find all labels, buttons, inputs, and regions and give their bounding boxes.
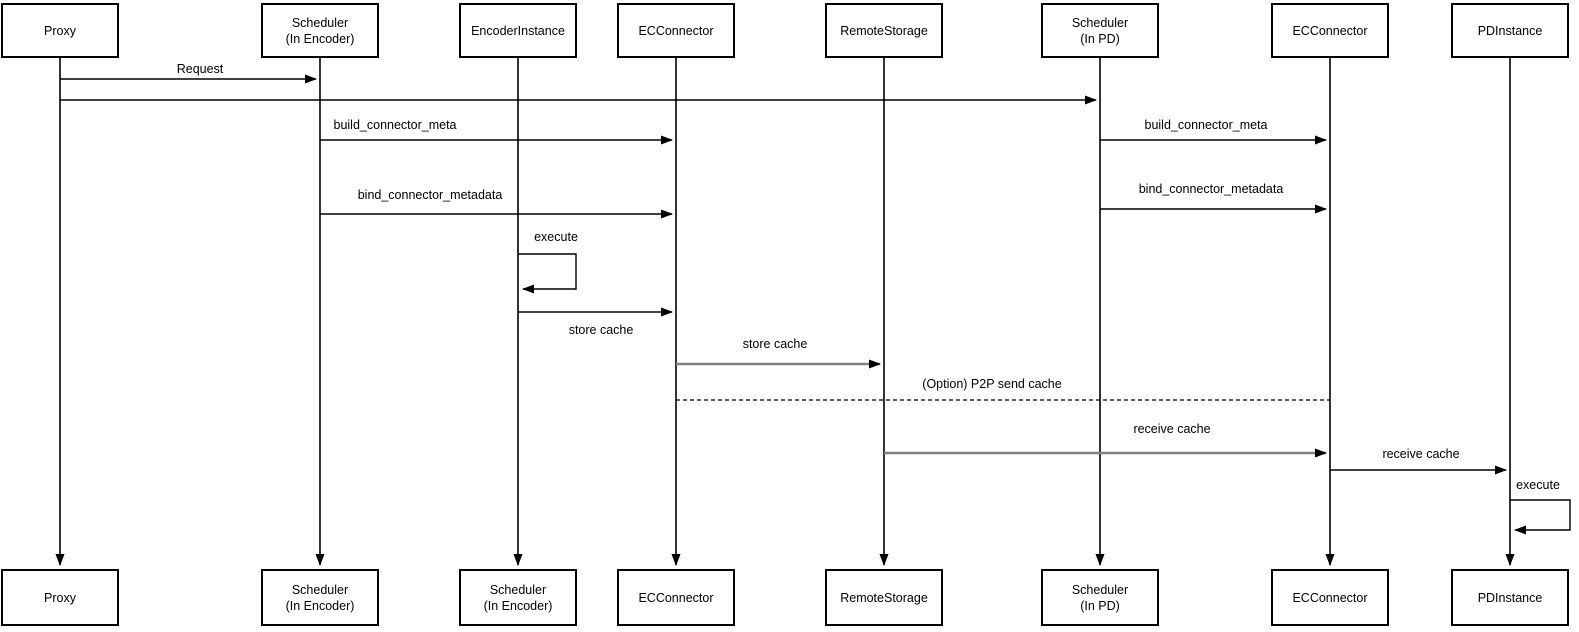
actor-top-remotestorage: RemoteStorage: [825, 3, 943, 58]
label-bind-connector-metadata-left: bind_connector_metadata: [357, 188, 503, 202]
label-request: Request: [176, 62, 224, 76]
actor-top-pdinstance: PDInstance: [1451, 3, 1569, 58]
actor-bottom-scheduler-pd: Scheduler (In PD): [1041, 569, 1159, 626]
actor-bottom-scheduler-encoder: Scheduler (In Encoder): [261, 569, 379, 626]
actor-top-scheduler-pd: Scheduler (In PD): [1041, 3, 1159, 58]
label-build-connector-meta-left: build_connector_meta: [333, 118, 457, 132]
label-receive-cache-to-ecconnector: receive cache: [1133, 422, 1211, 436]
actor-top-encoderinstance: EncoderInstance: [459, 3, 577, 58]
self-loop-execute-pd: [1510, 499, 1571, 535]
label-p2p-send-cache: (Option) P2P send cache: [922, 377, 1062, 391]
self-loop-execute-encoder: [518, 253, 577, 294]
actor-top-scheduler-encoder: Scheduler (In Encoder): [261, 3, 379, 58]
label-store-cache-to-ecconnector: store cache: [568, 323, 634, 337]
actor-bottom-ecconnector-right: ECConnector: [1271, 569, 1389, 626]
actor-top-proxy: Proxy: [1, 3, 119, 58]
actor-bottom-ecconnector-left: ECConnector: [617, 569, 735, 626]
actor-top-ecconnector-left: ECConnector: [617, 3, 735, 58]
actor-bottom-proxy: Proxy: [1, 569, 119, 626]
label-execute-encoder: execute: [534, 230, 578, 244]
actor-bottom-remotestorage: RemoteStorage: [825, 569, 943, 626]
label-receive-cache-to-pdinstance: receive cache: [1382, 447, 1460, 461]
actor-bottom-pdinstance: PDInstance: [1451, 569, 1569, 626]
label-execute-pd: execute: [1516, 478, 1560, 492]
label-build-connector-meta-right: build_connector_meta: [1144, 118, 1268, 132]
label-store-cache-to-remotestorage: store cache: [742, 337, 808, 351]
actor-top-ecconnector-right: ECConnector: [1271, 3, 1389, 58]
label-bind-connector-metadata-right: bind_connector_metadata: [1138, 182, 1284, 196]
actor-bottom-scheduler-encoder-2: Scheduler (In Encoder): [459, 569, 577, 626]
